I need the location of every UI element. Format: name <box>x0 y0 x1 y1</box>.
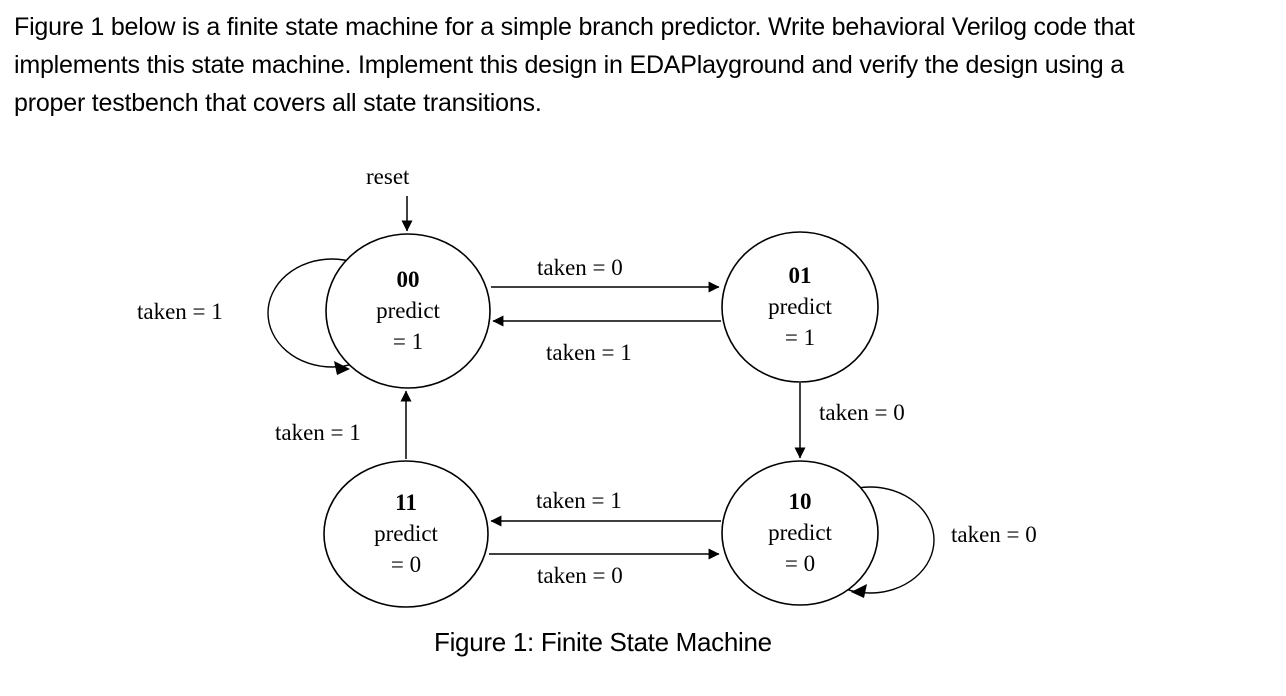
state-01-value: = 1 <box>784 325 816 350</box>
problem-statement-line-1: Figure 1 below is a finite state machine… <box>14 13 1135 41</box>
reset-label: reset <box>366 164 410 189</box>
figure-caption: Figure 1: Finite State Machine <box>434 627 772 657</box>
state-circle-10 <box>721 460 879 606</box>
state-node-11: 11 predict = 0 <box>321 487 491 580</box>
problem-statement: Figure 1 below is a finite state machine… <box>14 8 1135 122</box>
state-01-predict: predict <box>768 294 832 319</box>
state-11-value: = 0 <box>390 552 422 577</box>
state-01-code: 01 <box>788 263 812 288</box>
label-self-loop-00: taken = 1 <box>137 299 223 324</box>
label-11-to-00: taken = 1 <box>275 420 361 445</box>
state-circle-11 <box>323 460 489 608</box>
label-self-loop-10: taken = 0 <box>951 522 1037 547</box>
problem-statement-line-2: implements this state machine. Implement… <box>14 51 1124 79</box>
state-11-code: 11 <box>395 490 417 515</box>
state-10-value: = 0 <box>784 551 816 576</box>
state-00-value: = 1 <box>392 329 424 354</box>
state-11-predict: predict <box>374 521 438 546</box>
state-00-predict: predict <box>376 298 440 323</box>
state-circle-01 <box>721 231 879 383</box>
state-10-predict: predict <box>768 520 832 545</box>
label-01-to-00: taken = 1 <box>546 340 632 365</box>
state-node-00: 00 predict = 1 <box>323 264 493 357</box>
label-01-to-10: taken = 0 <box>819 400 905 425</box>
self-loop-00-arrowhead <box>334 361 350 375</box>
label-00-to-01: taken = 0 <box>537 255 623 280</box>
state-00-code: 00 <box>396 267 420 292</box>
label-10-to-11: taken = 1 <box>536 488 622 513</box>
state-node-10: 10 predict = 0 <box>715 486 885 579</box>
state-circle-00 <box>325 233 491 389</box>
self-loop-10-arrowhead <box>851 584 867 598</box>
state-node-01: 01 predict = 1 <box>715 260 885 353</box>
problem-statement-line-3: proper testbench that covers all state t… <box>14 89 542 117</box>
state-10-code: 10 <box>788 489 812 514</box>
label-11-to-10: taken = 0 <box>537 563 623 588</box>
